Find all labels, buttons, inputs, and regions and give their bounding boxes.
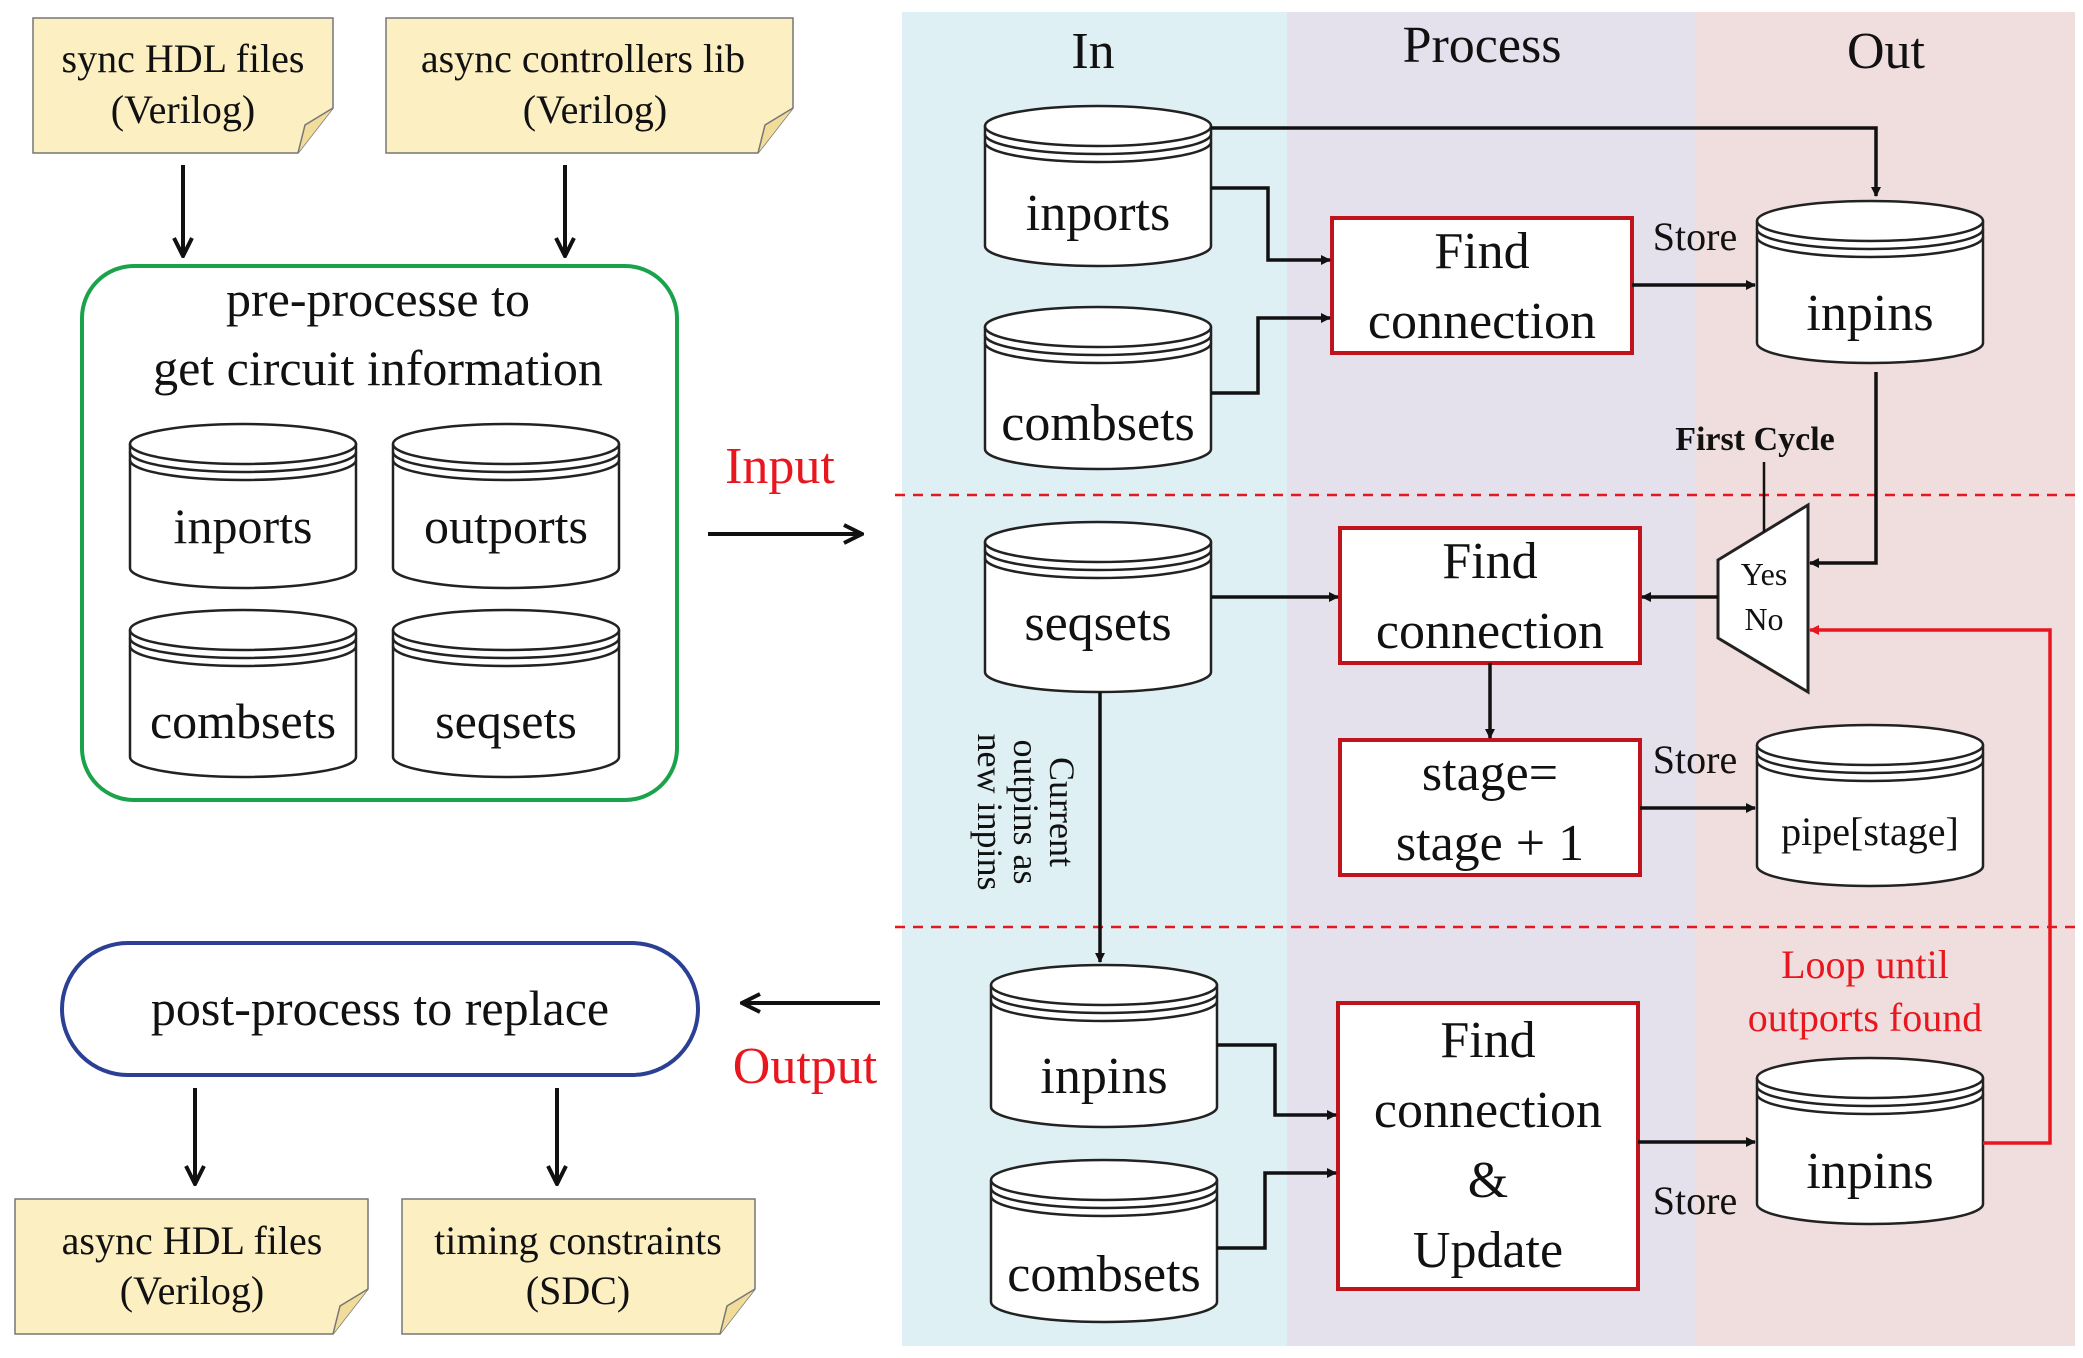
timing-line2: (SDC)	[526, 1268, 630, 1313]
sync-hdl-line1: sync HDL files	[62, 36, 305, 81]
find-3-line1: Find	[1440, 1012, 1535, 1069]
db-seqsets-pre: seqsets	[391, 608, 621, 779]
db-seqsets-row2: seqsets	[983, 520, 1213, 694]
db-inpins-out-row1-label: inpins	[1806, 285, 1933, 342]
timing-line1: timing constraints	[434, 1218, 722, 1263]
db-seqsets-pre-label: seqsets	[435, 693, 577, 749]
db-pipe-stage: pipe[stage]	[1755, 723, 1985, 888]
find-1-line2: connection	[1368, 293, 1596, 350]
mux-no-label: No	[1744, 601, 1783, 637]
stage-line1: stage=	[1422, 745, 1558, 802]
first-cycle-label: First Cycle	[1675, 421, 1835, 458]
loop-note-line2: outports found	[1748, 995, 1982, 1040]
find-1-line1: Find	[1434, 223, 1529, 280]
db-inports-row1-label: inports	[1026, 185, 1170, 242]
first-cycle-mux: Yes No	[1716, 502, 1810, 695]
current-note-line2: outpins as	[1006, 739, 1046, 884]
sync-hdl-line2: (Verilog)	[111, 87, 255, 132]
loop-note-line1: Loop until	[1781, 942, 1949, 987]
current-outpins-note: Current outpins as new inpins	[970, 734, 1082, 891]
mux-yes-label: Yes	[1741, 556, 1788, 592]
db-combsets-pre-label: combsets	[150, 693, 336, 749]
find-3-line4: Update	[1413, 1222, 1563, 1279]
db-inpins-out-row3: inpins	[1755, 1056, 1985, 1226]
sync-hdl-files-note: sync HDL files (Verilog)	[32, 17, 334, 154]
db-combsets-row3: combsets	[989, 1158, 1219, 1324]
db-combsets-row1: combsets	[983, 305, 1213, 471]
store-label-2: Store	[1653, 737, 1737, 782]
db-inpins-out-row3-label: inpins	[1806, 1143, 1933, 1200]
column-process-header: Process	[1403, 17, 1562, 74]
loop-back-arrow	[1809, 625, 2052, 1145]
db-combsets-pre: combsets	[128, 608, 358, 779]
db-outports-pre-label: outports	[424, 498, 588, 554]
arrow-inpins-to-mux-yes	[1809, 372, 1878, 568]
async-hdl-files-note: async HDL files (Verilog)	[14, 1198, 369, 1335]
timing-constraints-note: timing constraints (SDC)	[401, 1198, 756, 1335]
async-controllers-lib-note: async controllers lib (Verilog)	[385, 17, 794, 154]
current-note-line3: new inpins	[970, 734, 1010, 891]
column-out-header: Out	[1847, 23, 1926, 80]
find-3-line2: connection	[1374, 1082, 1602, 1139]
arrow-combsets-to-find3	[1217, 1168, 1337, 1250]
output-label: Output	[733, 1038, 878, 1095]
store-label-3: Store	[1653, 1178, 1737, 1223]
find-2-line2: connection	[1376, 603, 1604, 660]
db-inpins-row3-label: inpins	[1040, 1048, 1167, 1105]
db-inports-row1: inports	[983, 104, 1213, 268]
find-connection-update-box: Find connection & Update	[1336, 1001, 1640, 1291]
find-3-line3: &	[1468, 1152, 1508, 1209]
async-hdl-line2: (Verilog)	[120, 1268, 264, 1313]
column-in-header: In	[1071, 23, 1114, 80]
db-inports-pre-label: inports	[174, 498, 313, 554]
current-note-line1: Current	[1042, 757, 1082, 867]
input-label: Input	[725, 438, 835, 495]
preprocess-title-line2: get circuit information	[153, 340, 603, 396]
async-lib-line1: async controllers lib	[421, 36, 745, 81]
stage-increment-box: stage= stage + 1	[1338, 738, 1642, 877]
db-combsets-row3-label: combsets	[1007, 1246, 1201, 1303]
db-inports-pre: inports	[128, 422, 358, 590]
find-connection-box-1: Find connection	[1330, 216, 1634, 355]
db-pipe-stage-label: pipe[stage]	[1781, 809, 1959, 854]
arrow-inports-to-find1	[1211, 186, 1331, 265]
arrow-inpins-to-find3	[1217, 1043, 1337, 1120]
db-outports-pre: outports	[391, 422, 621, 590]
db-inpins-out-row1: inpins	[1755, 199, 1985, 365]
postprocess-box: post-process to replace	[60, 941, 700, 1077]
stage-line2: stage + 1	[1396, 815, 1584, 872]
find-connection-box-2: Find connection	[1338, 526, 1642, 665]
db-inpins-row3: inpins	[989, 963, 1219, 1129]
db-combsets-row1-label: combsets	[1001, 395, 1195, 452]
arrow-combsets-to-find1	[1211, 313, 1331, 395]
db-seqsets-row2-label: seqsets	[1024, 595, 1171, 652]
arrow-inports-to-inpins	[1211, 126, 1881, 197]
async-lib-line2: (Verilog)	[523, 87, 667, 132]
async-hdl-line1: async HDL files	[62, 1218, 323, 1263]
preprocess-title-line1: pre-processe to	[226, 271, 530, 327]
find-2-line1: Find	[1442, 533, 1537, 590]
store-label-1: Store	[1653, 214, 1737, 259]
postprocess-title: post-process to replace	[151, 980, 609, 1036]
